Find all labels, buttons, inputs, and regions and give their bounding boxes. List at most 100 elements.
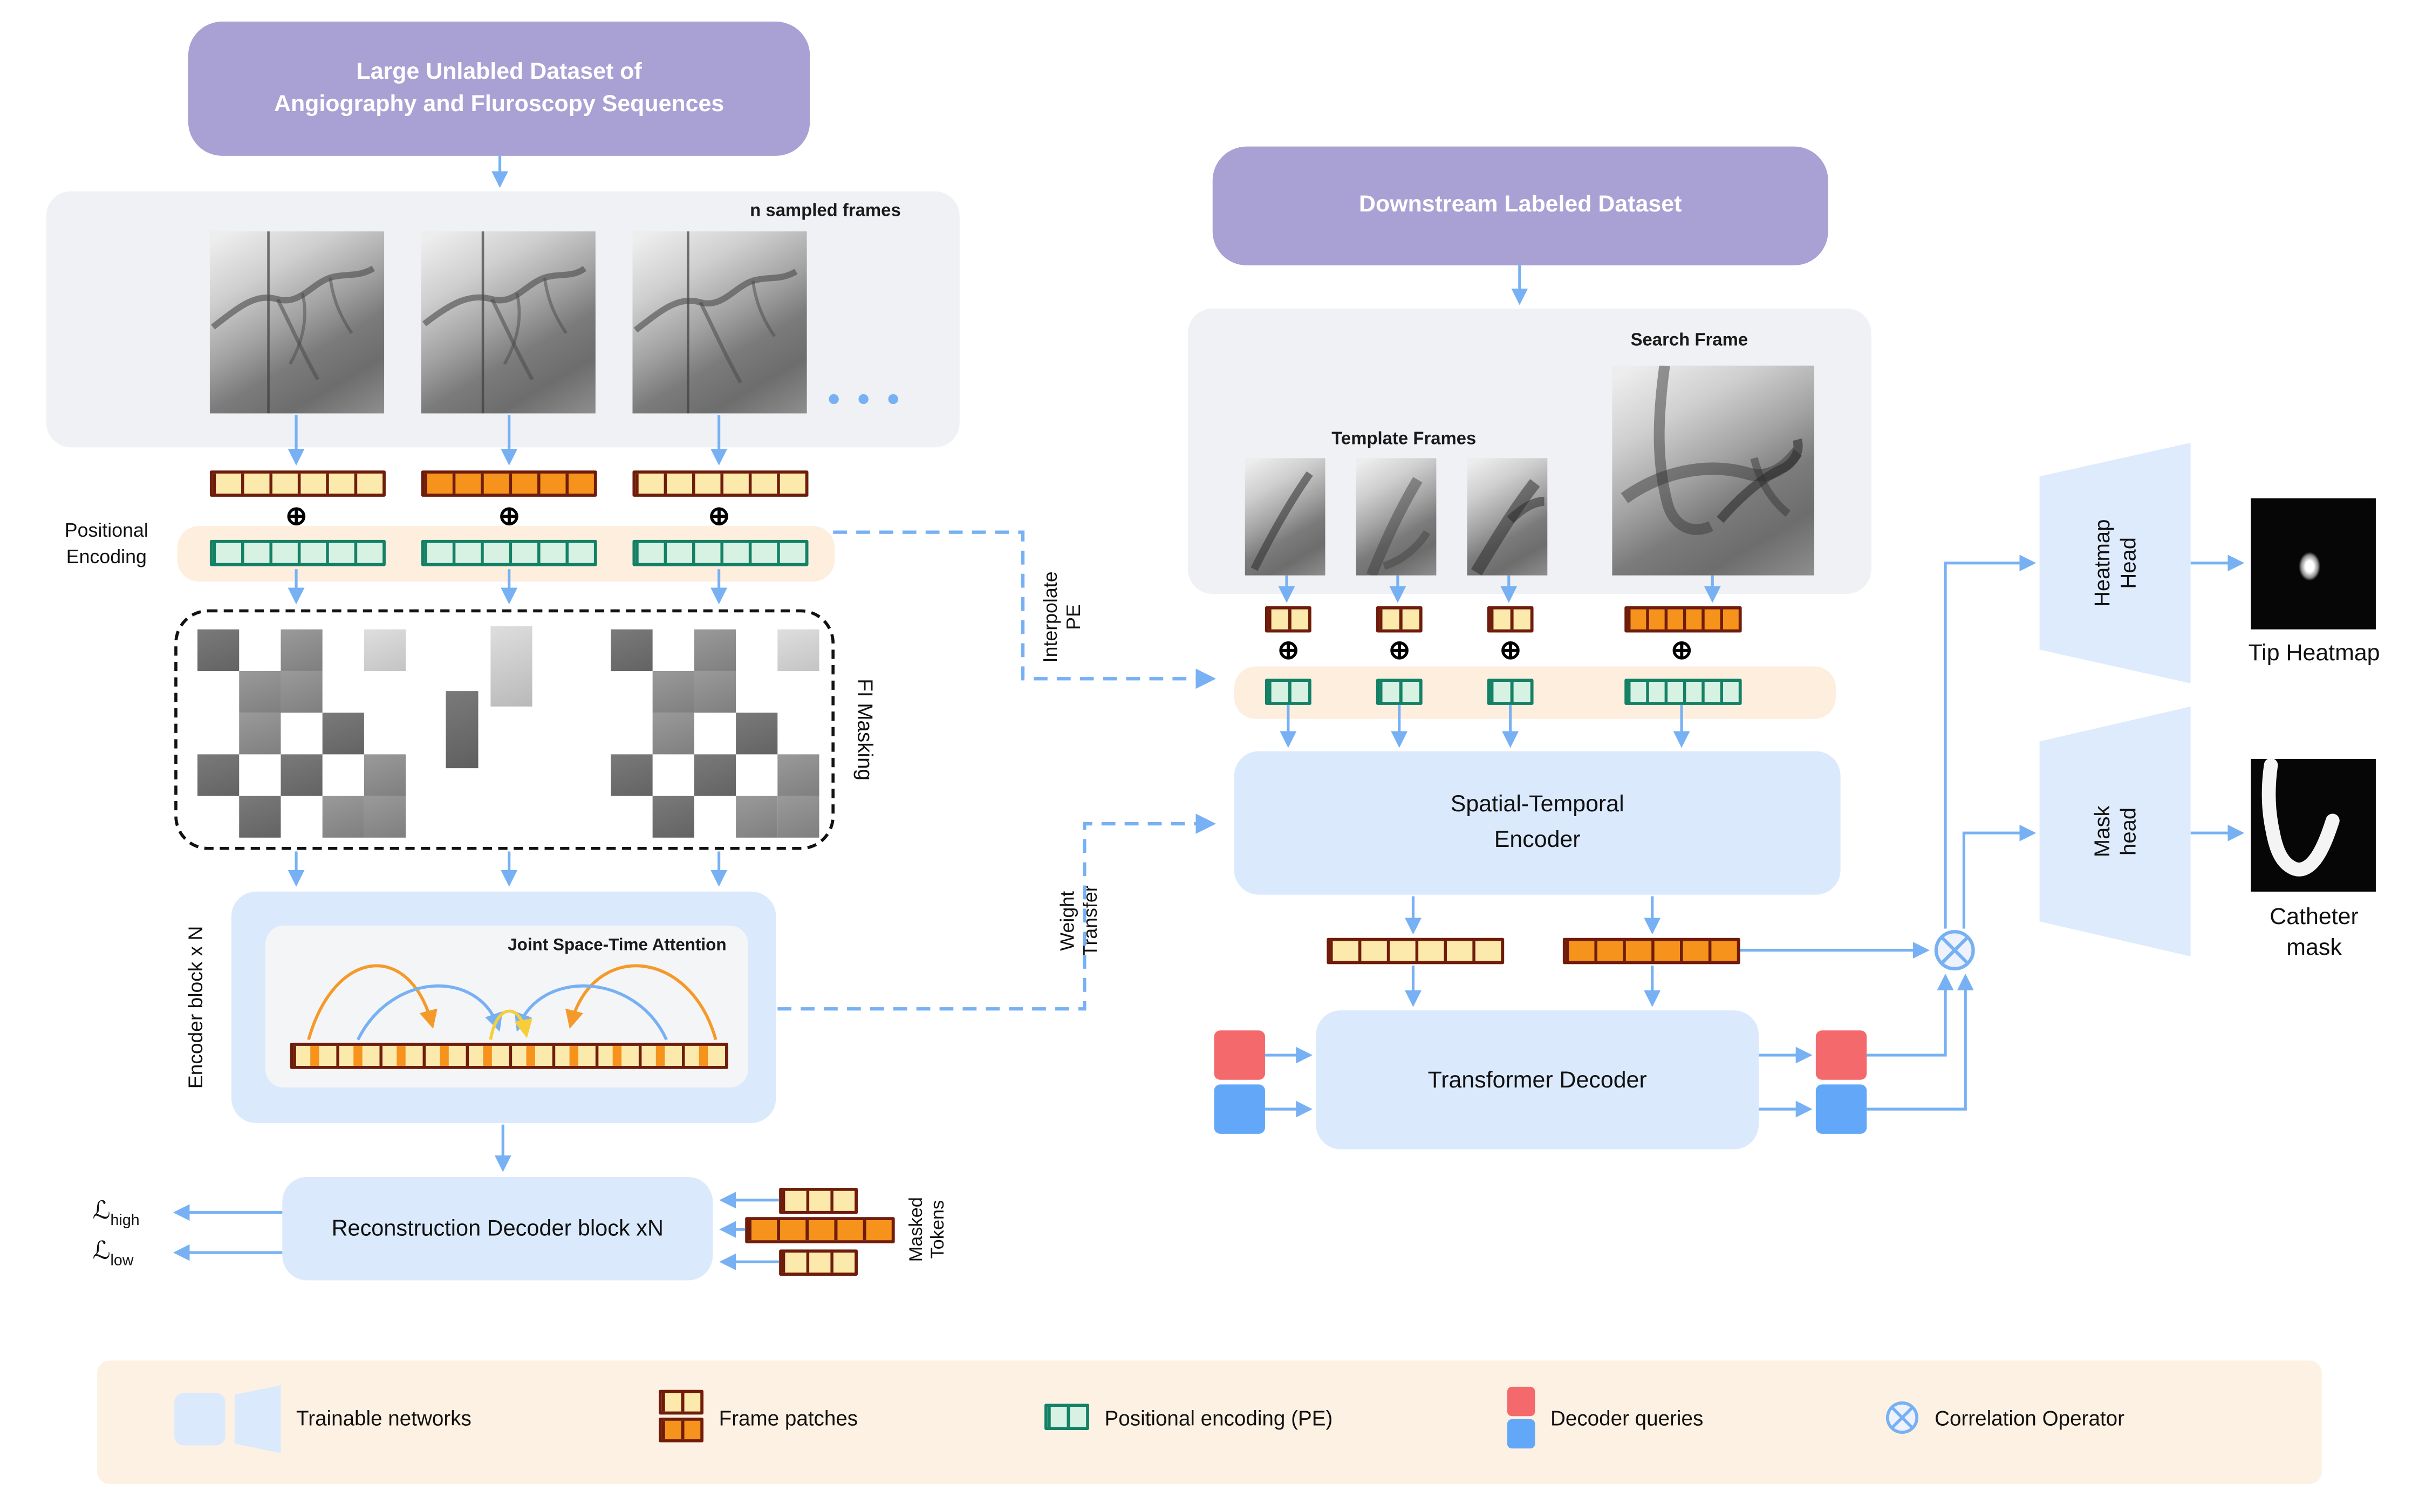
frame-patch-strip	[1265, 606, 1311, 633]
masked-patch	[322, 796, 364, 838]
decoder-output-red	[1815, 1030, 1867, 1080]
st-encoder-box: Spatial-Temporal Encoder	[1234, 751, 1841, 895]
decoder-query-blue	[1214, 1084, 1265, 1134]
frame-patches-icon	[659, 1418, 704, 1442]
catheter-icon	[1471, 479, 1545, 576]
search-frame-image	[1612, 365, 1815, 576]
tip-heatmap-image	[2251, 498, 2376, 630]
masked-patch	[736, 796, 778, 838]
catheter-icon	[1250, 471, 1313, 571]
encoded-token-strip	[1327, 938, 1505, 964]
downstream-dataset-label: Downstream Labeled Dataset	[1359, 191, 1682, 218]
plus-circle-icon: ⊕	[1671, 635, 1693, 665]
decoder-queries-icon	[1507, 1386, 1535, 1417]
positional-encoding-strip	[1265, 679, 1311, 705]
masked-token-strip	[779, 1187, 858, 1214]
tip-heatmap-label: Tip Heatmap	[2248, 640, 2380, 667]
pretraining-dataset-box: Large Unlabled Dataset of Angiography an…	[188, 22, 810, 156]
search-frame-label: Search Frame	[1630, 331, 1748, 351]
sampled-frame-2	[421, 231, 596, 414]
masked-patch	[777, 796, 819, 838]
masked-patch	[490, 626, 532, 707]
masked-patch	[694, 754, 736, 796]
legend-item-label: Trainable networks	[296, 1407, 472, 1430]
masked-patch	[281, 629, 323, 671]
correlation-operator-icon	[1934, 930, 1975, 971]
template-frame-3	[1467, 458, 1548, 576]
sampled-frame-3	[632, 231, 807, 414]
masked-patch	[364, 796, 406, 838]
attention-arcs-icon	[307, 964, 718, 1041]
ellipsis-dots-icon: ● ● ●	[826, 385, 905, 412]
positional-encoding-strip	[209, 539, 386, 566]
vessel-tree-icon	[633, 231, 798, 414]
catheter-mask-image	[2251, 758, 2376, 892]
attention-label: Joint Space-Time Attention	[508, 936, 727, 955]
plus-circle-icon: ⊕	[498, 501, 521, 531]
frame-patch-strip	[1376, 606, 1423, 633]
masked-patch	[364, 754, 406, 796]
positional-encoding-icon	[1044, 1404, 1089, 1430]
downstream-dataset-box: Downstream Labeled Dataset	[1212, 146, 1828, 265]
decoder-output-blue	[1815, 1084, 1867, 1134]
masked-patch	[694, 629, 736, 671]
positional-encoding-strip	[1487, 679, 1534, 705]
pretraining-dataset-label: Large Unlabled Dataset of Angiography an…	[274, 59, 725, 117]
masked-patch	[736, 713, 778, 755]
positional-encoding-strip	[421, 539, 597, 566]
masked-patch	[239, 671, 281, 713]
reconstruction-decoder-box: Reconstruction Decoder block xN	[282, 1176, 713, 1281]
masked-patch	[239, 796, 281, 838]
masked-patch	[611, 629, 653, 671]
reconstruction-decoder-label: Reconstruction Decoder block xN	[331, 1216, 664, 1241]
masked-token-strip	[745, 1217, 895, 1243]
legend-item-label: Decoder queries	[1550, 1407, 1704, 1430]
masked-patch	[322, 713, 364, 755]
vessel-tree-icon	[211, 231, 375, 414]
trainable-networks-icon	[234, 1385, 281, 1453]
positional-encoding-strip	[632, 539, 809, 566]
legend-band	[97, 1360, 2322, 1484]
masked-patch	[694, 671, 736, 713]
pe-container	[1234, 666, 1836, 719]
st-encoder-label: Spatial-Temporal Encoder	[1450, 791, 1624, 852]
frame-patch-strip	[632, 470, 809, 497]
plus-circle-icon: ⊕	[1388, 635, 1411, 665]
vessel-tree-icon	[422, 231, 587, 414]
masked-patch	[239, 713, 281, 755]
masked-patch	[281, 754, 323, 796]
loss-low-label: ℒlow	[92, 1239, 134, 1270]
template-frames-label: Template Frames	[1331, 430, 1477, 449]
masked-patch	[197, 629, 240, 671]
decoder-queries-icon	[1507, 1419, 1535, 1449]
decoder-query-red	[1214, 1030, 1265, 1080]
transformer-decoder-box: Transformer Decoder	[1316, 1010, 1759, 1150]
frame-patch-strip	[1624, 606, 1742, 633]
masked-patch	[364, 629, 406, 671]
plus-circle-icon: ⊕	[1277, 635, 1300, 665]
plus-circle-icon: ⊕	[1499, 635, 1522, 665]
legend-item-label: Positional encoding (PE)	[1104, 1407, 1333, 1430]
masked-patch	[777, 754, 819, 796]
template-frame-2	[1356, 458, 1437, 576]
vessel-tree-icon	[1621, 365, 1803, 535]
masked-patch	[652, 713, 694, 755]
legend-item-label: Correlation Operator	[1935, 1407, 2124, 1430]
frame-patches-icon	[659, 1390, 704, 1415]
catheter-mask-icon	[2261, 758, 2340, 877]
positional-encoding-strip	[1624, 679, 1742, 705]
mask-head-box	[2039, 706, 2191, 957]
catheter-icon	[1366, 477, 1431, 576]
loss-high-label: ℒhigh	[92, 1198, 140, 1230]
frame-patch-strip	[209, 470, 386, 497]
positional-encoding-strip	[1376, 679, 1423, 705]
masked-patch	[652, 671, 694, 713]
masked-patch	[777, 629, 819, 671]
transformer-decoder-label: Transformer Decoder	[1427, 1066, 1647, 1093]
masked-patch	[446, 691, 479, 769]
masked-patch	[652, 796, 694, 838]
catheter-mask-label: Catheter mask	[2270, 904, 2359, 962]
correlation-operator-icon	[1885, 1401, 1919, 1434]
template-frame-1	[1245, 458, 1325, 576]
